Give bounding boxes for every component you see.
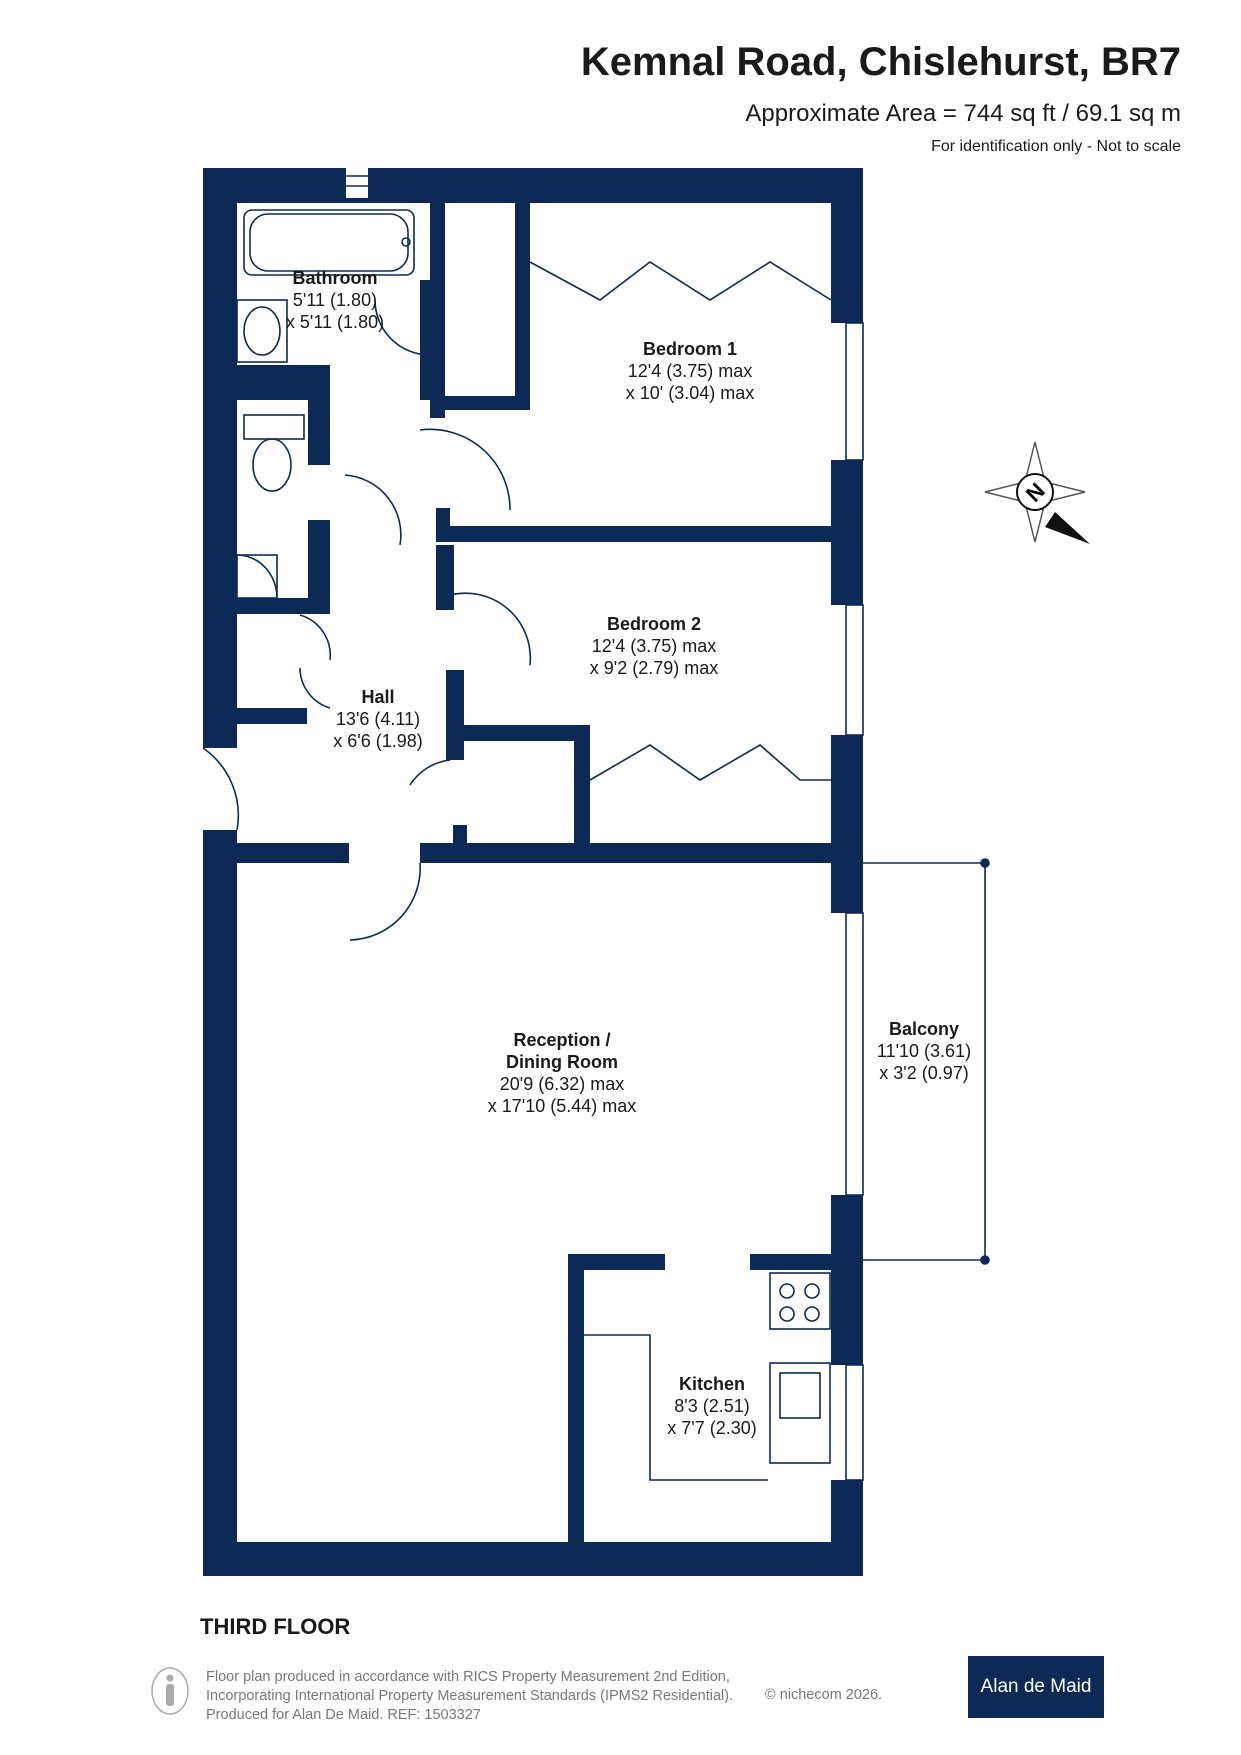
room-name-bedroom2: Bedroom 2 [607, 614, 701, 634]
room-dim-bedroom1-2: x 10' (3.04) max [626, 383, 755, 403]
footer-line-2: Incorporating International Property Mea… [206, 1688, 734, 1704]
room-dim-reception-1: 20'9 (6.32) max [500, 1074, 625, 1094]
room-dim-hall-2: x 6'6 (1.98) [333, 731, 422, 751]
room-dim-reception-2: x 17'10 (5.44) max [488, 1096, 637, 1116]
room-name-hall: Hall [361, 687, 394, 707]
footer-line-3: Produced for Alan De Maid. REF: 1503327 [206, 1707, 481, 1723]
person-info-icon [151, 1667, 189, 1715]
room-dim-bedroom2-1: 12'4 (3.75) max [592, 636, 717, 656]
room-labels: Bathroom 5'11 (1.80) x 5'11 (1.80) Bedro… [286, 268, 971, 1438]
room-dim-bathroom-2: x 5'11 (1.80) [286, 312, 384, 332]
room-dim-kitchen-1: 8'3 (2.51) [674, 1396, 749, 1416]
brand-logo: Alan de Maid [968, 1656, 1104, 1718]
footer-credit: © nichecom 2026. [765, 1687, 883, 1703]
room-name-bedroom1: Bedroom 1 [643, 339, 737, 359]
area-summary: Approximate Area = 744 sq ft / 69.1 sq m [745, 100, 1181, 127]
room-name-kitchen: Kitchen [679, 1374, 745, 1394]
floor-label: THIRD FLOOR [200, 1614, 351, 1639]
room-dim-hall-1: 13'6 (4.11) [336, 709, 420, 729]
room-dim-bathroom-1: 5'11 (1.80) [293, 290, 377, 310]
plan-linework [202, 175, 990, 1481]
room-dim-kitchen-2: x 7'7 (2.30) [667, 1418, 756, 1438]
room-dim-bedroom2-2: x 9'2 (2.79) max [590, 658, 719, 678]
room-dim-balcony-1: 11'10 (3.61) [877, 1041, 971, 1061]
footer-line-1: Floor plan produced in accordance with R… [206, 1669, 730, 1685]
footer-notes: Floor plan produced in accordance with R… [206, 1668, 733, 1725]
compass-icon: N [984, 441, 1090, 544]
brand-name: Alan de Maid [980, 1676, 1092, 1697]
room-name-reception-1: Reception / [513, 1030, 610, 1050]
scale-note: For identification only - Not to scale [931, 138, 1181, 155]
room-name-bathroom: Bathroom [293, 268, 378, 288]
room-name-balcony: Balcony [889, 1019, 959, 1039]
property-title: Kemnal Road, Chislehurst, BR7 [580, 40, 1181, 84]
room-dim-bedroom1-1: 12'4 (3.75) max [628, 361, 753, 381]
room-dim-balcony-2: x 3'2 (0.97) [879, 1063, 968, 1083]
walls [203, 168, 863, 1576]
room-name-reception-2: Dining Room [506, 1052, 618, 1072]
